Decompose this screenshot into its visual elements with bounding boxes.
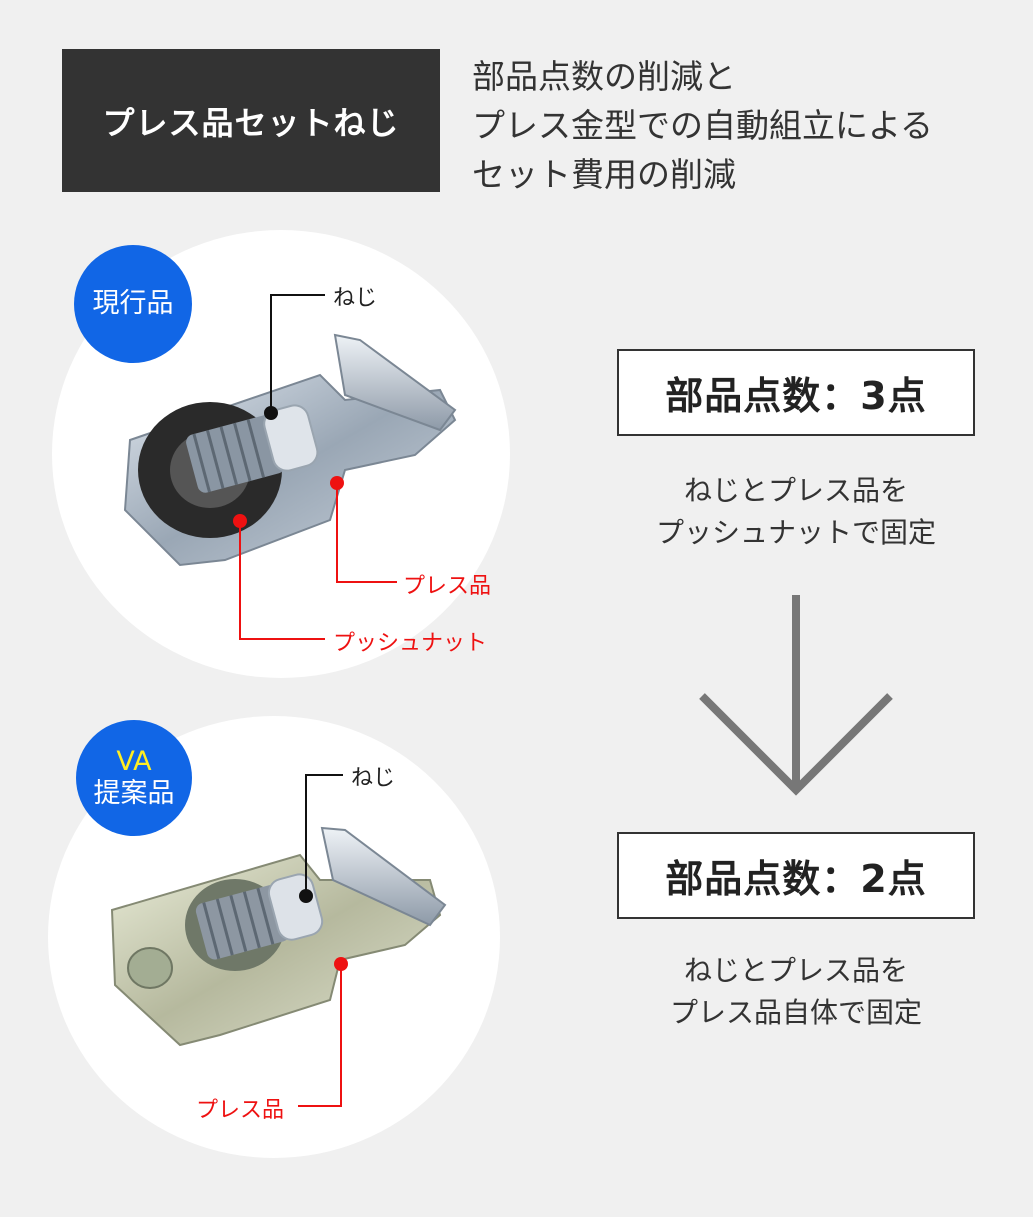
va-callout-lines [298, 774, 348, 1107]
current-push-nut-label: プッシュナット [333, 631, 488, 656]
intro-line: 部品点数の削減と [472, 57, 736, 96]
part-count-proposal: 部品点数：2点 [617, 832, 975, 919]
va-part-image [110, 826, 447, 1047]
current-product-badge: 現行品 [74, 245, 192, 363]
current-press-part-label: プレス品 [403, 574, 492, 599]
intro-text: 部品点数の削減と プレス金型での自動組立による セット費用の削減 [472, 52, 1012, 199]
va-screw-label: ねじ [351, 766, 396, 791]
description-line: ねじとプレス品を [683, 474, 908, 507]
current-callout-lines [233, 294, 397, 640]
va-badge-line1: VA [116, 746, 152, 777]
current-description: ねじとプレス品を プッシュナットで固定 [600, 470, 992, 554]
current-part-image [123, 333, 457, 567]
proposal-description: ねじとプレス品を プレス品自体で固定 [600, 950, 992, 1034]
description-line: プッシュナットで固定 [655, 516, 936, 549]
page-title: プレス品セットねじ [62, 49, 440, 192]
current-badge-label: 現行品 [92, 288, 174, 319]
intro-line: セット費用の削減 [472, 155, 736, 194]
va-badge-line2: 提案品 [93, 778, 175, 809]
current-screw-label: ねじ [333, 286, 378, 311]
description-line: プレス品自体で固定 [669, 996, 922, 1029]
va-press-part-label: プレス品 [196, 1098, 285, 1123]
intro-line: プレス金型での自動組立による [472, 106, 934, 145]
part-count-current: 部品点数：3点 [617, 349, 975, 436]
va-proposal-badge: VA 提案品 [76, 720, 192, 836]
description-line: ねじとプレス品を [683, 954, 908, 987]
down-arrow-icon [699, 595, 893, 796]
